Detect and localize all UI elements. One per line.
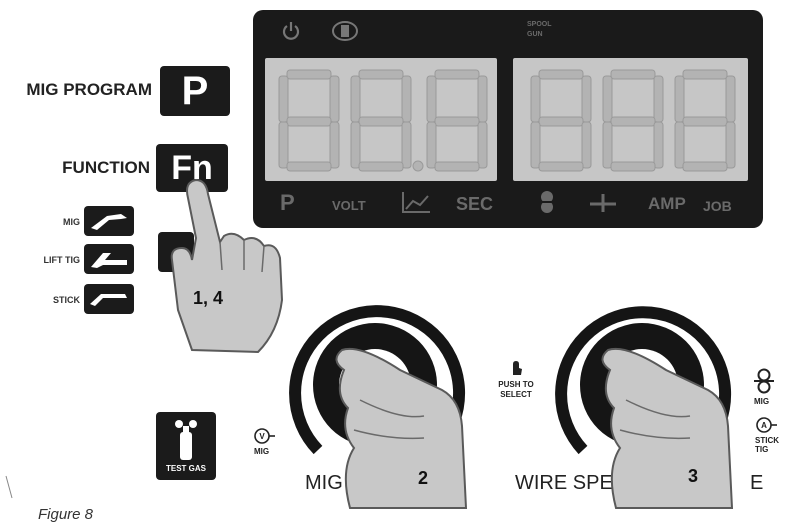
test-gas-label: TEST GAS [165,464,206,473]
left-readout [265,58,497,181]
gas-bottle-icon [175,420,197,460]
process-lift-tig-label: LIFT TIG [43,255,81,265]
slope-icon [402,192,430,213]
step-number-left-knob: 2 [418,468,429,488]
tig-torch-icon [84,244,134,274]
wire-speed-label-tail: E [750,472,764,494]
mig-program-label: MIG PROGRAM [26,80,152,99]
hand-left-knob [335,347,468,509]
overheat-icon [332,21,358,41]
volt-mode-icon: V [254,428,275,444]
right-readout [513,58,748,181]
process-stick-label: STICK [53,295,80,305]
wire-speed-label: WIRE SPEED [515,472,641,494]
step-number-fn: 1, 4 [193,288,224,308]
spool-gun-indicator: SPOOL GUN [527,21,552,38]
test-gas-button[interactable]: TEST GAS [156,412,216,480]
right-digits [530,69,736,172]
wire-speed-indicator-icon [538,191,556,213]
right-mig-label: MIG [754,397,770,406]
mig-torch-icon [84,206,134,236]
volt-mig-label: MIG [254,447,270,456]
p-indicator: P [280,190,295,215]
scan-mark [5,475,13,499]
volt-indicator: VOLT [332,198,366,213]
inductance-indicator-icon [590,194,616,212]
sec-indicator: SEC [456,194,494,214]
power-icon [282,22,300,40]
stick-holder-icon [84,284,134,314]
mig-program-button[interactable]: P [160,66,230,116]
push-icon [513,361,522,375]
left-digits [278,69,488,172]
hand-right-knob [601,347,734,509]
function-label: FUNCTION [62,158,150,177]
process-mig-label: MIG [63,217,80,227]
figure-caption: Figure 8 [38,506,94,523]
push-to-select-label: PUSH TO SELECT [498,380,534,399]
svg-text:V: V [259,432,265,441]
svg-text:A: A [761,421,767,430]
hand-pointer-fn [170,178,284,354]
right-stick-tig-label: STICK TIG [755,436,779,454]
amp-indicator: AMP [648,194,686,213]
job-indicator: JOB [703,198,732,214]
wire-speed-mode-icon [754,368,774,394]
step-number-right-knob: 3 [688,466,699,486]
amp-mode-icon: A [756,417,777,433]
